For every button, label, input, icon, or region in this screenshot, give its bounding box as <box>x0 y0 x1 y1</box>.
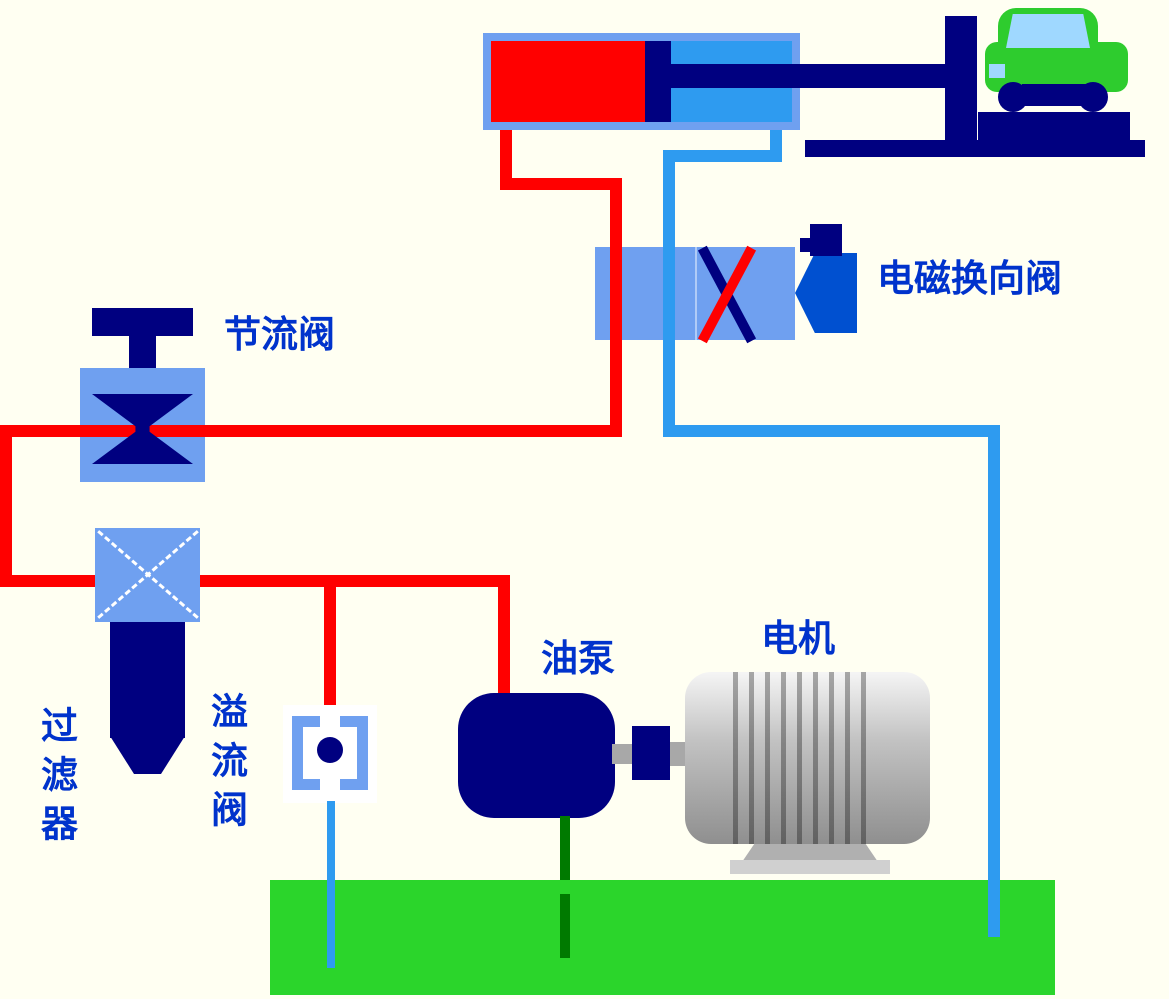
pressure-pipe-mid-horizontal <box>0 425 622 437</box>
filter-head <box>95 528 200 622</box>
solenoid-actuator <box>795 253 857 333</box>
relief-valve-bracket-right <box>340 716 368 790</box>
shaft-coupling <box>632 726 670 780</box>
car-wheel-left <box>998 82 1028 112</box>
car-chassis <box>1022 84 1088 106</box>
label-relief-valve: 溢流阀 <box>204 692 248 839</box>
pump-shaft <box>612 744 636 764</box>
return-pipe-tank-vertical <box>988 425 1000 937</box>
pressure-pipe-valve-vertical <box>610 178 622 437</box>
pressure-pipe-top-horizontal <box>500 178 622 190</box>
filter-funnel <box>110 736 185 774</box>
motor-cooling-fins <box>733 672 875 844</box>
label-throttle-valve: 节流阀 <box>224 313 335 356</box>
label-oil-pump: 油泵 <box>541 637 615 680</box>
throttle-handle <box>92 308 193 336</box>
label-filter: 过滤器 <box>34 706 78 853</box>
pressure-pipe-cylinder-drop <box>500 118 512 188</box>
oil-pump-body <box>458 693 615 818</box>
lift-post <box>945 16 977 142</box>
lift-rail <box>805 140 1145 157</box>
return-pipe-valve-vertical <box>663 150 675 437</box>
return-pipe-top-horizontal <box>663 150 782 162</box>
relief-valve-bracket-left <box>292 716 320 790</box>
label-solenoid-valve: 电磁换向阀 <box>877 257 1062 300</box>
pressure-pipe-pump-riser <box>498 575 510 705</box>
cylinder-pressure-chamber <box>491 41 647 122</box>
motor-base-plate <box>730 860 890 874</box>
solenoid-connector-notch <box>800 238 814 252</box>
motor-body <box>685 672 930 844</box>
motor-shaft <box>668 742 688 766</box>
filter-body <box>110 620 185 738</box>
car-headlight <box>989 64 1005 78</box>
pump-drain-line <box>560 816 570 968</box>
car-wheel-right <box>1078 82 1108 112</box>
relief-valve-poppet <box>317 737 343 763</box>
pressure-pipe-left-vertical <box>0 425 12 587</box>
solenoid-connector <box>810 224 842 256</box>
lift-car-platform <box>978 112 1130 142</box>
directional-valve-body <box>595 247 795 340</box>
motor-base-foot <box>742 842 878 862</box>
pressure-pipe-relief-branch <box>324 575 336 707</box>
car-windshield <box>1006 14 1090 48</box>
label-motor: 电机 <box>761 617 835 660</box>
return-pipe-mid-horizontal <box>663 425 1000 437</box>
piston-rod <box>665 64 950 88</box>
valve-section-divider <box>695 247 697 340</box>
pressure-pipe-lower-horizontal <box>0 575 510 587</box>
relief-drain-line <box>327 801 335 968</box>
oil-tank <box>270 880 1055 995</box>
